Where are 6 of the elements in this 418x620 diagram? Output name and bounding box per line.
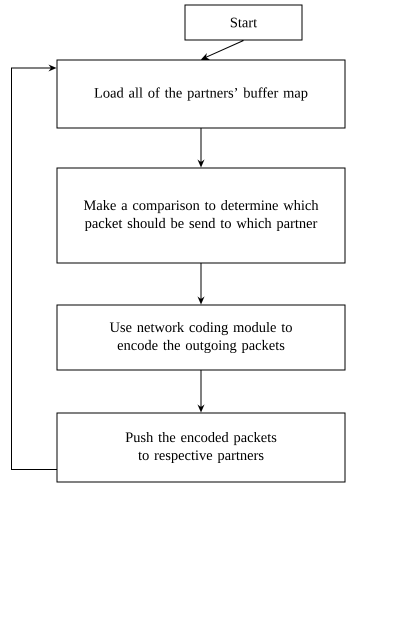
process-box: Push the encoded packets to respective partners	[56, 412, 346, 482]
process-box: Use network coding module to encode the outgoing packets	[56, 304, 346, 370]
process-box: Start	[184, 4, 302, 40]
process-box: Load all of the partners’ buffer map	[56, 60, 346, 128]
arrow	[11, 64, 57, 470]
process-box: Make a comparison to determine which packet should be send to which partner	[56, 168, 346, 264]
